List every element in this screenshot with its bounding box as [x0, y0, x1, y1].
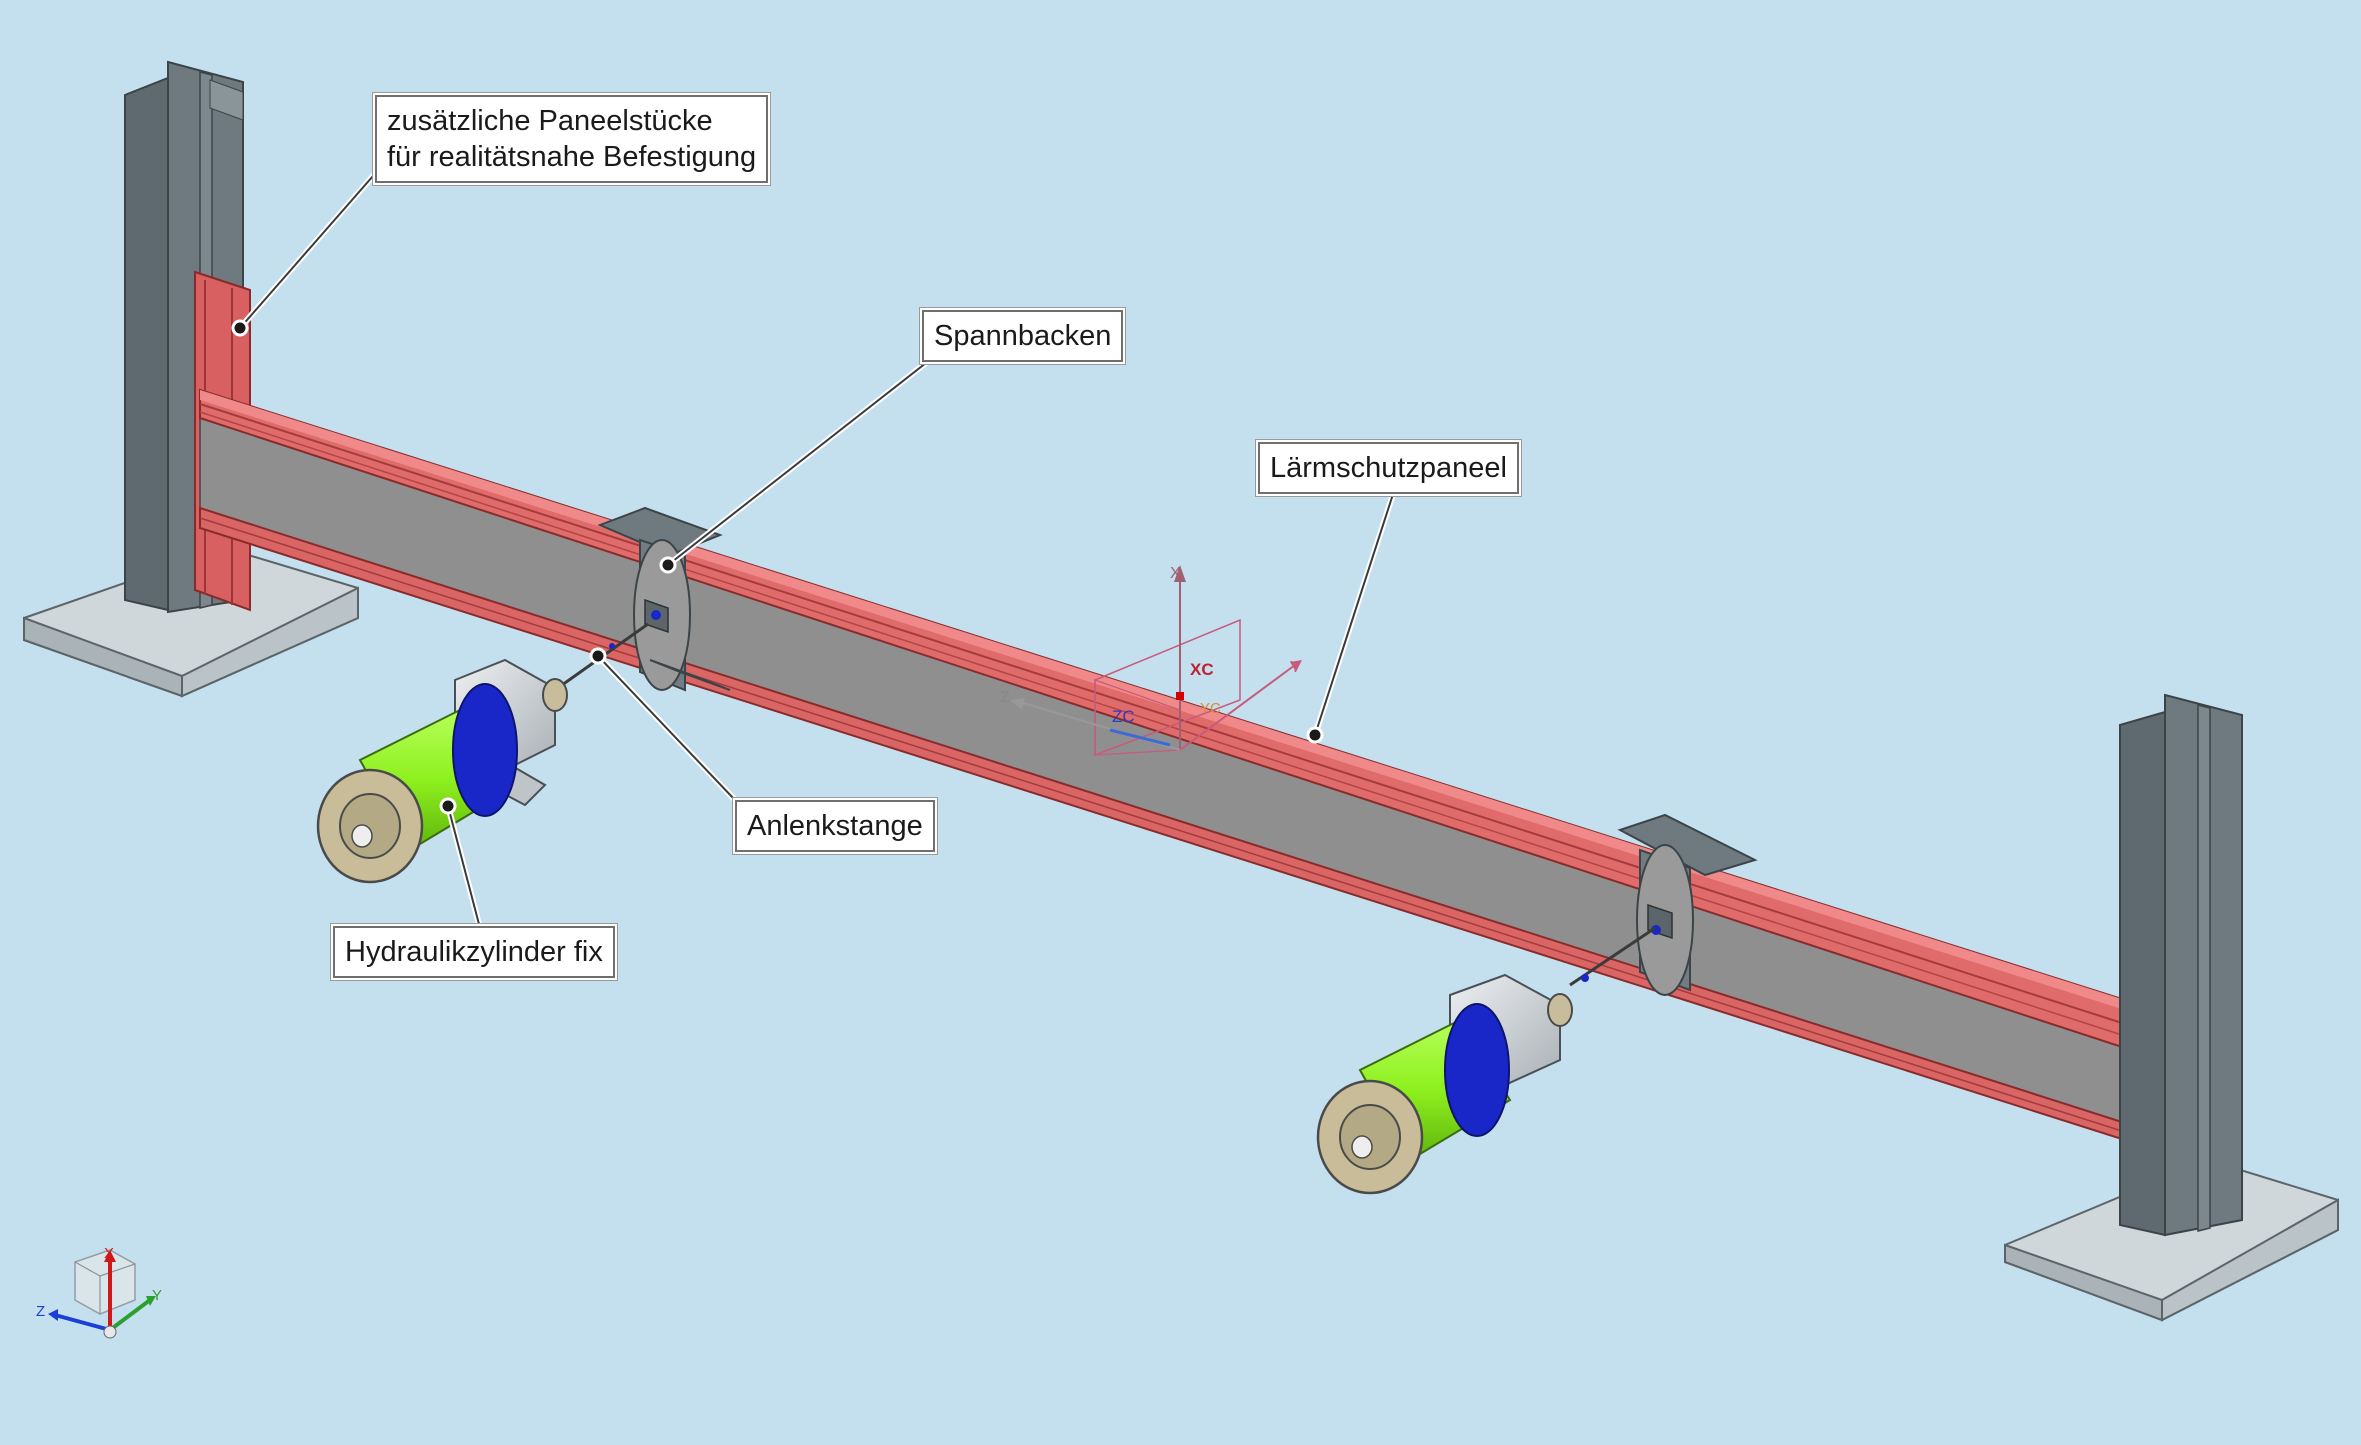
clamp-jaws-left[interactable] — [597, 506, 731, 692]
right-post[interactable] — [2119, 693, 2243, 1237]
callout-panel-pieces-line2: für realitätsnahe Befestigung — [387, 141, 757, 173]
callout-panel-pieces-line1: zusätzliche Paneelstücke — [387, 105, 713, 137]
wcs-y-icon-label: Y — [1290, 659, 1301, 676]
wcs-x-icon-label: X — [1170, 565, 1181, 582]
wcs-z-icon-label: Z — [1000, 689, 1010, 706]
wcs-z-label: ZC — [1112, 707, 1135, 726]
view-triad[interactable]: X Y Z — [36, 1245, 162, 1339]
triad-x-label: X — [104, 1245, 114, 1262]
leader-dots — [231, 319, 1324, 815]
triad-y-label: Y — [152, 1287, 162, 1304]
callout-hydraulic-cylinder-text: Hydraulikzylinder fix — [345, 936, 603, 968]
wcs-datum: X XC Y YC Z ZC — [1000, 565, 1302, 757]
callout-link-rod-text: Anlenkstange — [747, 810, 923, 842]
callout-link-rod[interactable]: Anlenkstange — [735, 800, 935, 852]
clamp-jaws-right[interactable] — [1617, 813, 1758, 996]
callout-hydraulic-cylinder[interactable]: Hydraulikzylinder fix — [333, 926, 615, 978]
callout-clamp-jaws-text: Spannbacken — [934, 320, 1112, 352]
callout-clamp-jaws[interactable]: Spannbacken — [922, 310, 1124, 362]
left-base-plate[interactable] — [23, 546, 359, 698]
leader-lines-inner — [239, 167, 1396, 929]
wcs-x-label: XC — [1190, 660, 1214, 679]
callout-noise-panel[interactable]: Lärmschutzpaneel — [1258, 442, 1519, 494]
callout-panel-pieces[interactable]: zusätzliche Paneelstücke für realitätsna… — [375, 95, 769, 183]
callout-noise-panel-text: Lärmschutzpaneel — [1270, 452, 1507, 484]
hydraulic-cylinder-left[interactable] — [316, 622, 649, 884]
wcs-y-label: YC — [1200, 700, 1221, 717]
hydraulic-cylinder-right[interactable] — [1316, 926, 1656, 1195]
triad-z-label: Z — [36, 1303, 45, 1320]
